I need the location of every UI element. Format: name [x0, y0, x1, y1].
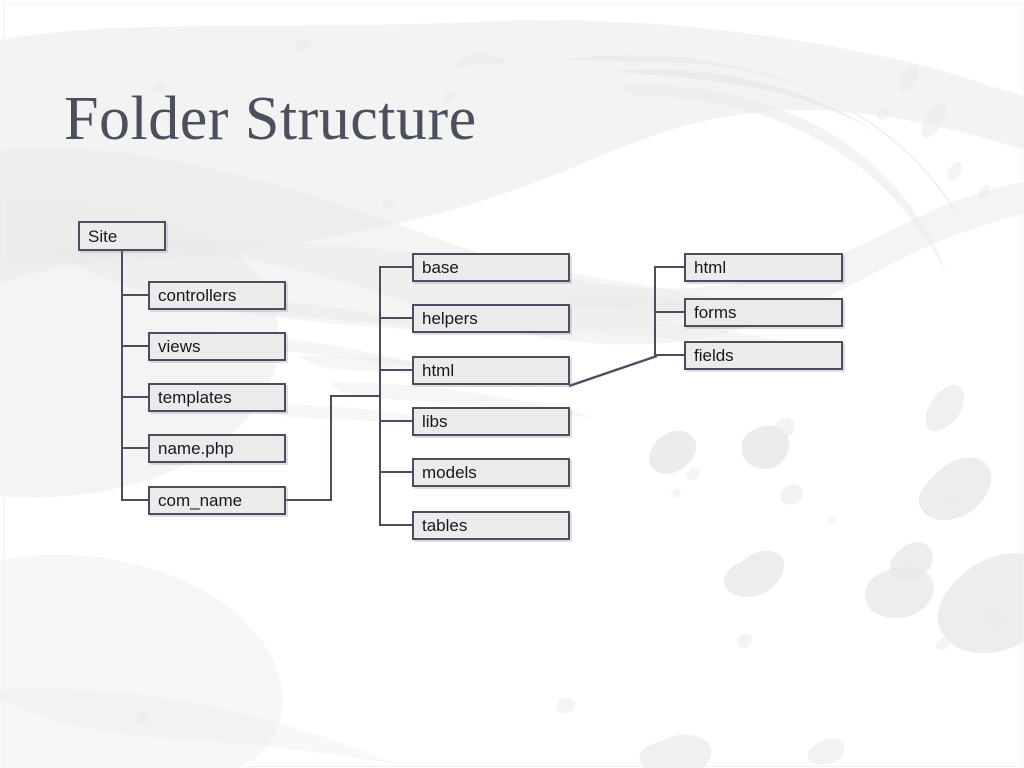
node-forms[interactable]: forms: [684, 298, 843, 327]
node-label-templates: templates: [158, 388, 232, 407]
node-label-html-middle: html: [422, 361, 455, 380]
connector-comname-riser: [330, 395, 332, 501]
node-helpers[interactable]: helpers: [412, 304, 570, 333]
connector-site-to-namephp: [121, 447, 150, 449]
node-libs[interactable]: libs: [412, 407, 570, 436]
node-label-models: models: [422, 463, 477, 482]
node-label-html-right: html: [694, 258, 727, 277]
node-label-com-name: com_name: [158, 491, 243, 510]
node-com-name[interactable]: com_name: [148, 486, 286, 515]
connector-site-to-comname: [121, 499, 150, 501]
node-fields[interactable]: fields: [684, 341, 843, 370]
connector-middle-to-html: [379, 369, 414, 371]
node-models[interactable]: models: [412, 458, 570, 487]
connector-middle-trunk: [379, 266, 381, 526]
connector-middle-to-helpers: [379, 317, 414, 319]
node-templates[interactable]: templates: [148, 383, 286, 412]
node-html-middle[interactable]: html: [412, 356, 570, 385]
node-html-right[interactable]: html: [684, 253, 843, 282]
node-tables[interactable]: tables: [412, 511, 570, 540]
node-views[interactable]: views: [148, 332, 286, 361]
connector-right-to-fields: [654, 354, 686, 356]
connector-site-to-views: [121, 345, 150, 347]
node-label-fields: fields: [694, 346, 734, 365]
page-title: Folder Structure: [64, 85, 477, 153]
node-label-controllers: controllers: [158, 286, 237, 305]
connector-comname-to-middle-trunk: [330, 395, 381, 397]
connector-site-to-controllers: [121, 294, 150, 296]
node-name-php[interactable]: name.php: [148, 434, 286, 463]
connector-right-to-html: [654, 266, 686, 268]
node-label-forms: forms: [694, 303, 737, 322]
connector-middle-to-libs: [379, 420, 414, 422]
node-label-helpers: helpers: [422, 309, 478, 328]
node-base[interactable]: base: [412, 253, 570, 282]
node-site[interactable]: Site: [78, 221, 166, 251]
node-label-libs: libs: [422, 412, 448, 431]
connector-middle-to-base: [379, 266, 414, 268]
node-label-name-php: name.php: [158, 439, 234, 458]
node-label-tables: tables: [422, 516, 468, 535]
connector-site-trunk: [121, 251, 123, 501]
connector-middle-to-tables: [379, 524, 414, 526]
node-label-base: base: [422, 258, 459, 277]
node-label-site: Site: [88, 226, 118, 246]
connector-comname-right-stub: [286, 499, 332, 501]
connector-middle-to-models: [379, 471, 414, 473]
connector-site-to-templates: [121, 396, 150, 398]
node-label-views: views: [158, 337, 201, 356]
node-controllers[interactable]: controllers: [148, 281, 286, 310]
connector-right-to-forms: [654, 311, 686, 313]
